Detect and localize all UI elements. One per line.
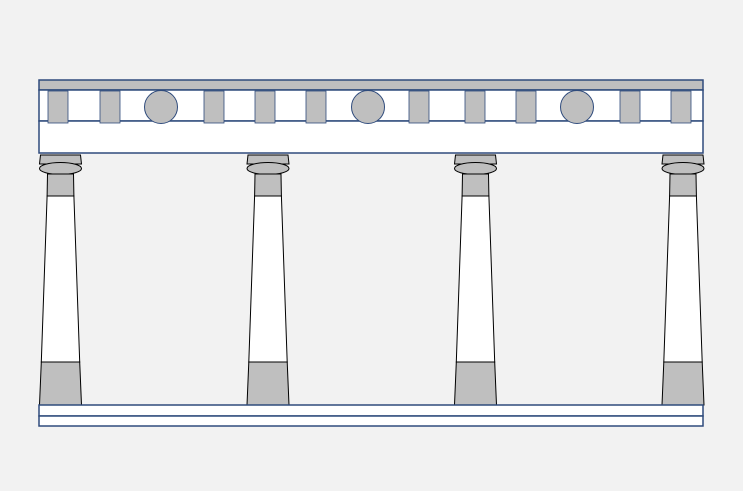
cornice-band [38, 79, 704, 91]
column-shaft [248, 195, 288, 363]
frieze-triglyph [99, 90, 121, 124]
column [453, 154, 498, 406]
column [661, 154, 705, 406]
frieze-roundel [351, 90, 385, 124]
stylobate-upper-step [38, 404, 704, 417]
column-abacus [661, 154, 705, 165]
stylobate-base [38, 404, 704, 427]
stylobate-lower-step [38, 415, 704, 427]
column-abacus [246, 154, 290, 165]
column-neck [254, 173, 282, 197]
column-foot [38, 361, 83, 406]
column-abacus [453, 154, 498, 165]
frieze-roundel [144, 90, 178, 124]
column-foot [246, 361, 290, 406]
column-foot [661, 361, 705, 406]
columns [38, 154, 705, 406]
column-neck [669, 173, 697, 197]
column-shaft [663, 195, 703, 363]
frieze-triglyph [408, 90, 430, 124]
frieze-triglyph [203, 90, 225, 124]
column-neck [46, 173, 75, 197]
frieze-triglyph [254, 90, 276, 124]
column-echinus [246, 162, 290, 175]
column-echinus [454, 162, 497, 175]
frieze-triglyph [464, 90, 486, 124]
frieze-triglyph [47, 90, 69, 124]
entablature [38, 79, 704, 154]
column [38, 154, 83, 406]
frieze-triglyph [305, 90, 327, 124]
column-echinus [661, 162, 705, 175]
frieze-triglyph [670, 90, 692, 124]
column-echinus [39, 162, 82, 175]
column-neck [461, 173, 490, 197]
frieze-triglyph [619, 90, 641, 124]
column-shaft [40, 195, 81, 363]
frieze-roundel [560, 90, 594, 124]
architrave [38, 120, 704, 154]
frieze-triglyph [515, 90, 537, 124]
column-abacus [38, 154, 83, 165]
column-shaft [455, 195, 496, 363]
column [246, 154, 290, 406]
column-foot [453, 361, 498, 406]
